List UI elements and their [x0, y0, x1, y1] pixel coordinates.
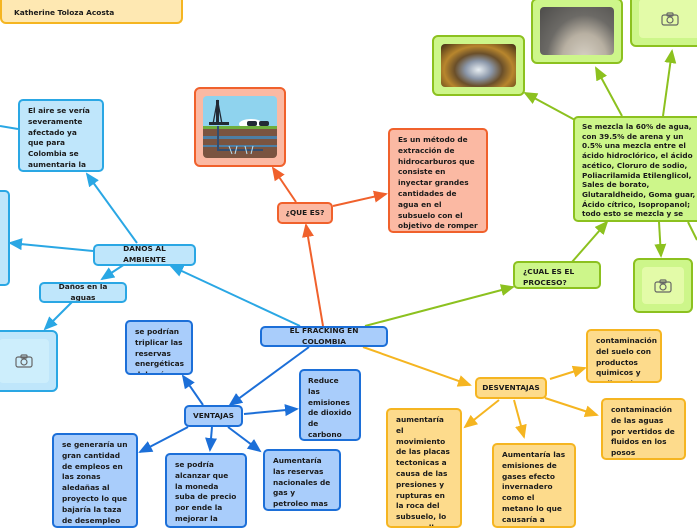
author-box: Katherine Toloza Acosta — [0, 0, 183, 24]
desventajas-item-text: contaminación del suelo con productos qu… — [596, 336, 657, 381]
image-placeholder-bottom[interactable] — [633, 258, 693, 313]
oil-rig-icon — [203, 96, 277, 158]
desventajas-item-suelo[interactable]: contaminación del suelo con productos qu… — [586, 329, 662, 383]
link-quees-image — [271, 166, 297, 203]
que-es-definition-text: Es un método de extracción de hidrocarbu… — [398, 135, 478, 231]
ventajas-item-text: se podría alcanzar que la moneda suba de… — [175, 460, 237, 526]
link-desv-placas — [463, 399, 500, 429]
fracking-well-illustration — [203, 96, 277, 158]
link-desv-aguas — [544, 397, 599, 417]
danos-aguas-label: Daños en la aguas — [58, 282, 108, 302]
link-center-danos — [169, 265, 301, 327]
ventajas-item-text: se podrían triplicar las reservas energé… — [135, 327, 185, 375]
sand-pile-photo — [540, 7, 614, 55]
aguas-image-placeholder[interactable] — [0, 330, 58, 392]
camera-icon — [661, 11, 679, 26]
link-center-quees — [302, 223, 324, 327]
ventajas-item-moneda[interactable]: se podría alcanzar que la moneda suba de… — [165, 453, 247, 528]
danos-aire-text: El aire se vería severamente afectado ya… — [28, 106, 90, 169]
link-desv-gases — [513, 399, 527, 439]
ventajas-item-reservas[interactable]: Aumentaría las reservas nacionales de ga… — [263, 449, 341, 511]
ventajas-item-text: Aumentaría las reservas nacionales de ga… — [273, 456, 331, 509]
link-proceso-desc — [571, 220, 609, 263]
danos-aire[interactable]: El aire se vería severamente afectado ya… — [18, 99, 104, 172]
link-ventajas-triplicar — [181, 374, 204, 406]
link-danos-aire — [85, 172, 138, 244]
camera-icon — [654, 278, 672, 293]
link-aguas-image — [43, 301, 73, 331]
danos-aguas-node[interactable]: Daños en la aguas — [39, 282, 127, 303]
danos-node[interactable]: DAÑOS AL AMBIENTE — [93, 244, 196, 266]
link-desc-sand — [595, 66, 623, 117]
desventajas-node[interactable]: DESVENTAJAS — [475, 377, 547, 399]
link-desc-right — [687, 221, 697, 241]
danos-label: DAÑOS AL AMBIENTE — [123, 244, 166, 264]
link-ventajas-reduce — [243, 404, 299, 417]
link-ventajas-reservas — [227, 426, 262, 453]
author-name: Katherine Toloza Acosta — [14, 8, 115, 17]
central-topic[interactable]: EL FRACKING EN COLOMBIA — [260, 326, 388, 347]
proceso-description[interactable]: Se mezcla la 60% de agua, con 39.5% de a… — [573, 116, 697, 222]
ventajas-item-empleos[interactable]: se generaría un gran cantidad de empleos… — [52, 433, 138, 528]
link-center-desventajas — [362, 346, 472, 387]
desventajas-item-text: Aumentaría las emisiones de gases efecto… — [502, 450, 566, 526]
desventajas-item-gases[interactable]: Aumentaría las emisiones de gases efecto… — [492, 443, 576, 528]
ventajas-item-text: se generaría un gran cantidad de empleos… — [62, 440, 128, 525]
camera-icon — [15, 354, 33, 368]
proceso-node[interactable]: ¿CUAL ES EL PROCESO? — [513, 261, 601, 289]
link-desc-water — [523, 92, 576, 121]
desventajas-item-text: aumentaría el movimiento de las placas t… — [396, 415, 450, 528]
proceso-description-text: Se mezcla la 60% de agua, con 39.5% de a… — [582, 122, 697, 220]
que-es-label: ¿QUE ES? — [285, 207, 325, 217]
que-es-node[interactable]: ¿QUE ES? — [277, 202, 333, 224]
ventajas-item-reduce[interactable]: Reduce las emisiones de dioxido de carbo… — [299, 369, 361, 441]
fracking-image-box[interactable] — [194, 87, 286, 167]
sand-image-box[interactable] — [531, 0, 623, 64]
link-ventajas-empleos — [138, 426, 189, 453]
desventajas-item-aguas[interactable]: contaminación de las aguas por vertidos … — [601, 398, 686, 460]
ventajas-item-text: Reduce las emisiones de dioxido de carbo… — [308, 376, 352, 439]
link-desc-bottom — [654, 221, 667, 258]
ventajas-label: VENTAJAS — [193, 410, 234, 420]
link-center-ventajas — [228, 346, 310, 407]
ventajas-node[interactable]: VENTAJAS — [184, 405, 243, 427]
link-ventajas-moneda — [205, 426, 218, 452]
proceso-label: ¿CUAL ES EL PROCESO? — [523, 267, 575, 287]
image-placeholder-top-right[interactable] — [630, 0, 697, 47]
link-quees-def — [332, 190, 388, 207]
que-es-definition[interactable]: Es un método de extracción de hidrocarbu… — [388, 128, 488, 233]
desventajas-label: DESVENTAJAS — [482, 382, 540, 392]
central-topic-label: EL FRACKING EN COLOMBIA — [289, 326, 359, 346]
desventajas-item-placas[interactable]: aumentaría el movimiento de las placas t… — [386, 408, 462, 528]
water-image-box[interactable] — [432, 35, 525, 96]
desventajas-item-text: contaminación de las aguas por vertidos … — [611, 405, 675, 458]
link-desc-topright — [662, 49, 677, 117]
link-danos-left — [8, 238, 94, 252]
danos-left-box[interactable] — [0, 190, 10, 286]
water-ripple-photo — [441, 44, 516, 87]
link-center-proceso — [364, 284, 515, 327]
ventajas-item-triplicar[interactable]: se podrían triplicar las reservas energé… — [125, 320, 193, 375]
link-desv-suelo — [549, 365, 587, 380]
link-aire-left — [0, 125, 19, 130]
